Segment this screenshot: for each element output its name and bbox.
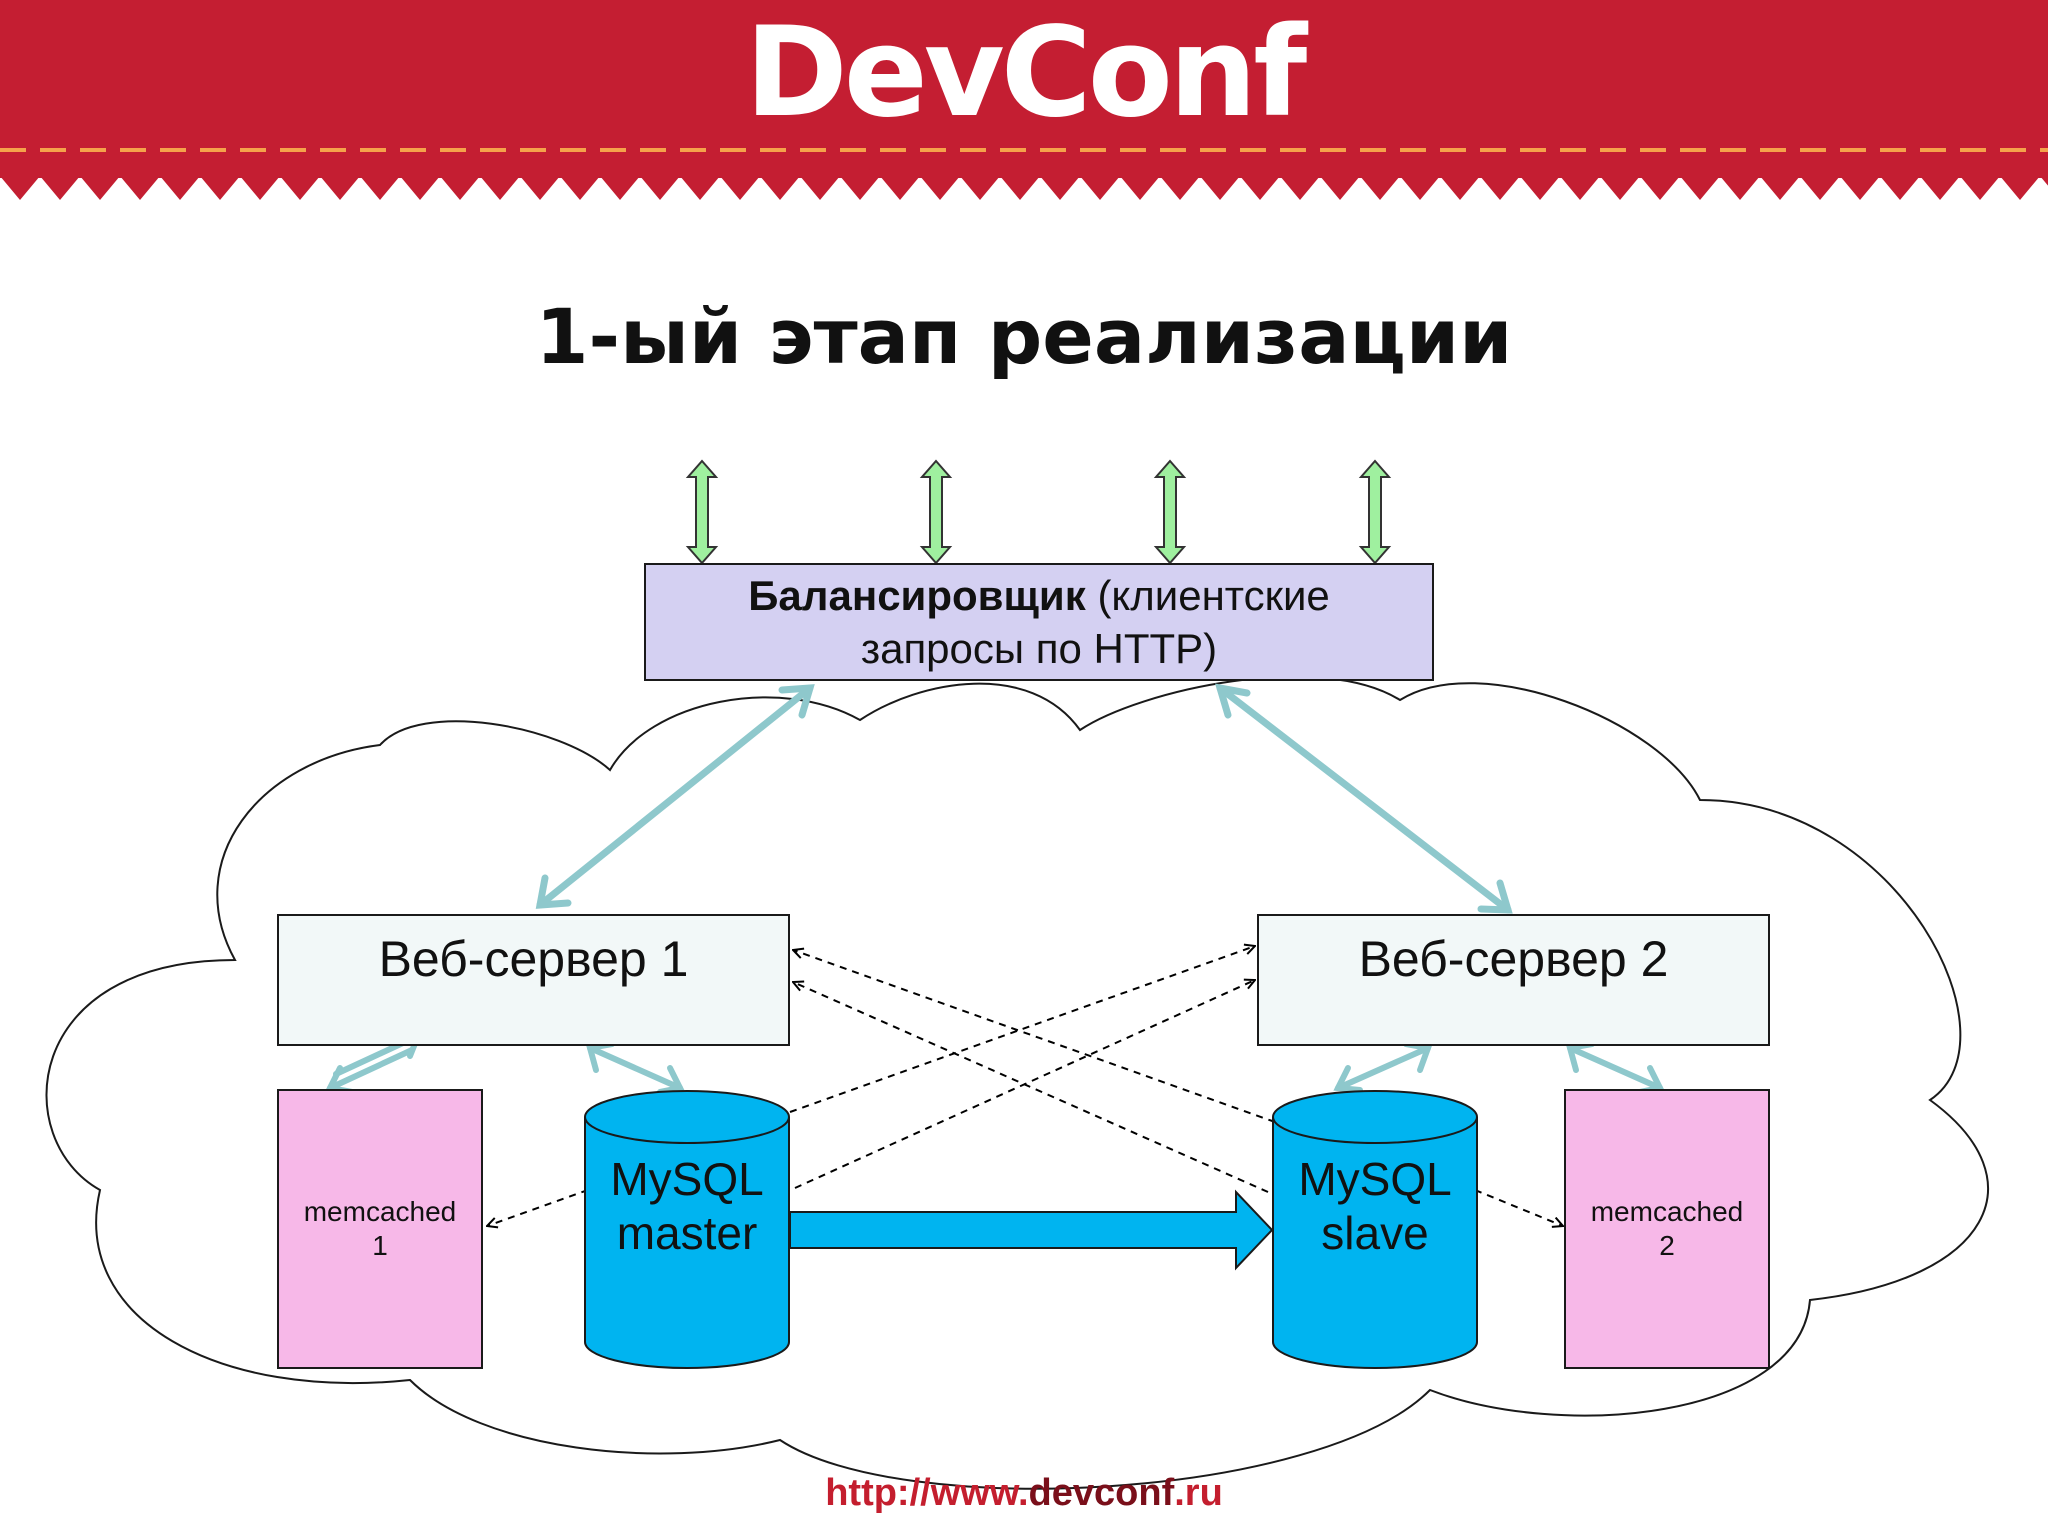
balancer-note-line1: (клиентские	[1085, 572, 1330, 619]
header-banner	[0, 0, 2048, 200]
client-arrows	[685, 459, 1392, 565]
web-server-1-label: Веб-сервер 1	[378, 931, 689, 987]
balancer-note-line2: запросы по HTTP)	[860, 625, 1218, 672]
mysql-master-line1: MySQL	[610, 1153, 764, 1205]
footer-url-domain: devconf	[1028, 1472, 1175, 1514]
memcached-1-label: memcached	[303, 1196, 457, 1227]
memcached-2-number: 2	[1659, 1230, 1675, 1261]
web-server-2-box: Веб-сервер 2	[1257, 914, 1770, 1046]
balancer-title: Балансировщик	[748, 572, 1086, 619]
memcached-1-number: 1	[372, 1230, 388, 1261]
mysql-slave-cylinder	[1272, 1090, 1478, 1369]
footer-url[interactable]: http://www.devconf.ru	[0, 1472, 2048, 1515]
replication-arrow	[789, 1189, 1274, 1271]
memcached-2-box: memcached 2	[1564, 1089, 1770, 1369]
mysql-slave-line1: MySQL	[1298, 1153, 1452, 1205]
memcached-1-box: memcached 1	[277, 1089, 483, 1369]
mysql-slave-label: MySQL slave	[1273, 1152, 1477, 1260]
devconf-logo: DevConf	[744, 1, 1307, 145]
mysql-master-cylinder	[584, 1090, 790, 1369]
dashed-links	[487, 946, 1563, 1226]
load-balancer-box: Балансировщик (клиентские запросы по HTT…	[644, 563, 1434, 681]
mysql-master-label: MySQL master	[585, 1152, 789, 1260]
web-server-1-box: Веб-сервер 1	[277, 914, 790, 1046]
balancer-links	[535, 683, 1513, 914]
slide-title: 1-ый этап реализации	[535, 292, 1513, 381]
memcached-2-label: memcached	[1590, 1196, 1744, 1227]
web-server-2-label: Веб-сервер 2	[1358, 931, 1669, 987]
mysql-master-line2: master	[616, 1207, 758, 1259]
mysql-slave-line2: slave	[1321, 1207, 1429, 1259]
cloud-shape	[45, 675, 1989, 1490]
footer-url-suffix: .ru	[1174, 1472, 1223, 1514]
footer-url-prefix: http://www.	[825, 1472, 1029, 1514]
